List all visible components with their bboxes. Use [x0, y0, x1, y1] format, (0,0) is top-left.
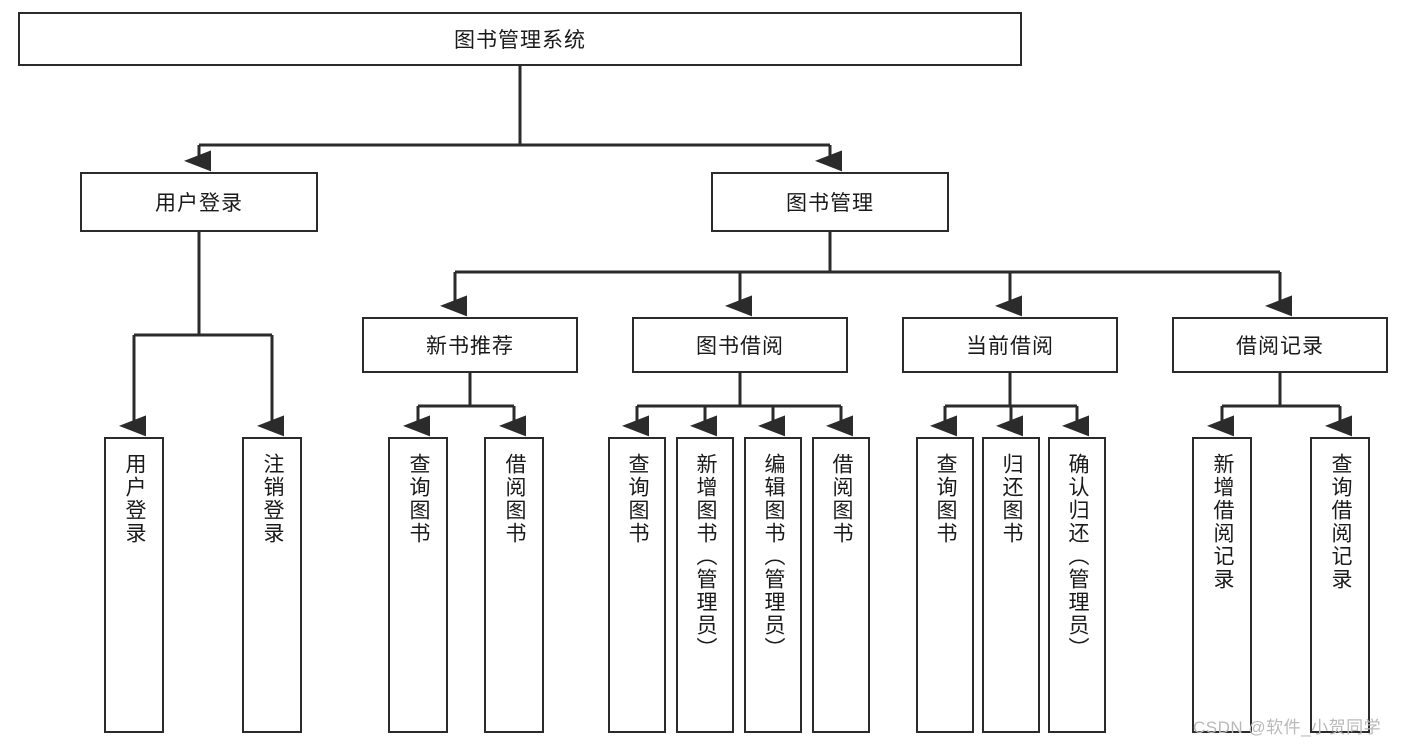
node-leaf-4-label: 借阅图书: [503, 453, 527, 545]
node-root[interactable]: 图书管理系统: [18, 12, 1022, 66]
node-leaf-7-label: 编辑图书（管理员）: [762, 453, 786, 660]
node-leaf-8-label: 借阅图书: [830, 453, 854, 545]
node-leaf-1[interactable]: 用户登录: [104, 437, 164, 733]
node-leaf-11[interactable]: 确认归还（管理员）: [1048, 437, 1106, 733]
node-leaf-6-label: 新增图书（管理员）: [694, 453, 718, 660]
node-leaf-5[interactable]: 查询图书: [608, 437, 666, 733]
node-leaf-10-label: 归还图书: [1000, 453, 1024, 545]
node-level3-1-label: 新书推荐: [426, 335, 514, 358]
node-leaf-3[interactable]: 查询图书: [388, 437, 448, 733]
node-leaf-3-label: 查询图书: [407, 453, 431, 545]
node-level2-1-label: 用户登录: [155, 192, 243, 215]
node-leaf-7[interactable]: 编辑图书（管理员）: [744, 437, 802, 733]
node-leaf-9[interactable]: 查询图书: [916, 437, 974, 733]
node-leaf-12-label: 新增借阅记录: [1211, 453, 1235, 591]
node-leaf-12[interactable]: 新增借阅记录: [1192, 437, 1252, 733]
node-leaf-8[interactable]: 借阅图书: [812, 437, 870, 733]
node-leaf-1-label: 用户登录: [123, 453, 147, 545]
node-level3-4[interactable]: 借阅记录: [1172, 317, 1388, 373]
node-leaf-5-label: 查询图书: [626, 453, 650, 545]
node-level3-2[interactable]: 图书借阅: [632, 317, 848, 373]
node-leaf-2-label: 注销登录: [261, 453, 285, 545]
node-leaf-2[interactable]: 注销登录: [242, 437, 302, 733]
node-level3-4-label: 借阅记录: [1236, 335, 1324, 358]
node-leaf-13[interactable]: 查询借阅记录: [1310, 437, 1370, 733]
node-leaf-9-label: 查询图书: [934, 453, 958, 545]
node-level2-2[interactable]: 图书管理: [711, 172, 949, 232]
node-level2-2-label: 图书管理: [786, 192, 874, 215]
node-leaf-10[interactable]: 归还图书: [982, 437, 1040, 733]
node-leaf-13-label: 查询借阅记录: [1329, 453, 1353, 591]
node-root-label: 图书管理系统: [454, 29, 586, 52]
node-level3-3-label: 当前借阅: [966, 335, 1054, 358]
node-leaf-11-label: 确认归还（管理员）: [1066, 453, 1090, 660]
node-level3-3[interactable]: 当前借阅: [902, 317, 1118, 373]
node-leaf-6[interactable]: 新增图书（管理员）: [676, 437, 734, 733]
node-leaf-4[interactable]: 借阅图书: [484, 437, 544, 733]
node-level3-2-label: 图书借阅: [696, 335, 784, 358]
csdn-watermark: CSDN @软件_小贺同学: [1193, 718, 1382, 737]
node-level3-1[interactable]: 新书推荐: [362, 317, 578, 373]
node-level2-1[interactable]: 用户登录: [80, 172, 318, 232]
